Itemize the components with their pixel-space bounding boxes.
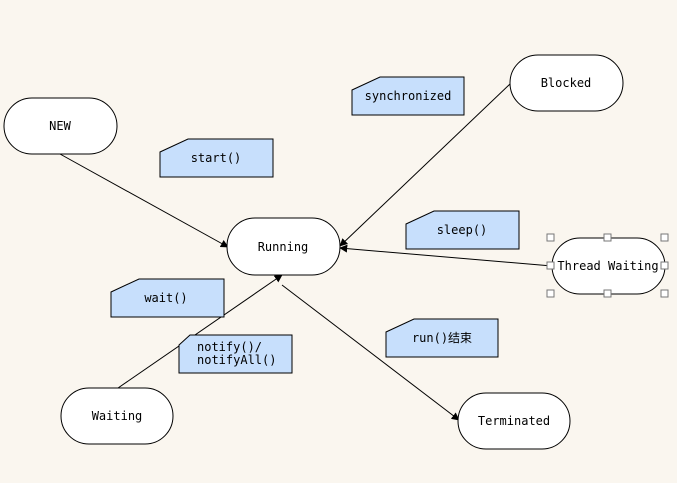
note-wait[interactable]: wait() xyxy=(110,278,225,318)
resize-handle-left[interactable] xyxy=(546,261,555,270)
state-thread-waiting-label: Thread Waiting xyxy=(557,259,658,273)
edge-running-to-terminated[interactable] xyxy=(281,284,460,421)
edge-waiting-to-running[interactable] xyxy=(117,274,283,389)
state-new-label: NEW xyxy=(49,119,71,133)
state-running-label: Running xyxy=(258,240,309,254)
note-synchronized-text: synchronized xyxy=(365,89,452,103)
note-sleep-text: sleep() xyxy=(437,223,488,237)
note-start-text: start() xyxy=(191,151,242,165)
note-wait-text: wait() xyxy=(144,291,187,305)
note-synchronized[interactable]: synchronized xyxy=(351,76,465,116)
state-blocked[interactable]: Blocked xyxy=(509,54,624,112)
note-run-end-text: run()结束 xyxy=(412,331,472,345)
note-run-end[interactable]: run()结束 xyxy=(385,318,499,358)
state-blocked-label: Blocked xyxy=(541,76,592,90)
resize-handle-top[interactable] xyxy=(603,233,612,242)
state-terminated[interactable]: Terminated xyxy=(457,392,571,450)
resize-handle-right[interactable] xyxy=(660,261,669,270)
resize-handle-bottom-right[interactable] xyxy=(660,289,669,298)
resize-handle-bottom[interactable] xyxy=(603,289,612,298)
note-notify-text-line1: notify()/ xyxy=(197,340,262,354)
state-new[interactable]: NEW xyxy=(3,97,118,155)
note-notify-text-line2: notifyAll() xyxy=(197,353,276,367)
note-start[interactable]: start() xyxy=(159,138,274,178)
edge-thread-waiting-to-running[interactable] xyxy=(339,244,553,267)
note-sleep[interactable]: sleep() xyxy=(405,210,520,250)
edge-blocked-to-running[interactable] xyxy=(339,83,511,247)
selection-handles[interactable] xyxy=(546,233,669,298)
state-waiting[interactable]: Waiting xyxy=(60,387,174,445)
state-waiting-label: Waiting xyxy=(92,409,143,423)
resize-handle-top-right[interactable] xyxy=(660,233,669,242)
state-running[interactable]: Running xyxy=(226,217,341,276)
state-thread-waiting[interactable]: Thread Waiting xyxy=(551,237,666,295)
note-notify[interactable]: notify()/ notifyAll() xyxy=(178,334,293,374)
edge-new-to-running[interactable] xyxy=(59,153,229,248)
resize-handle-top-left[interactable] xyxy=(546,233,555,242)
resize-handle-bottom-left[interactable] xyxy=(546,289,555,298)
state-terminated-label: Terminated xyxy=(478,414,550,428)
